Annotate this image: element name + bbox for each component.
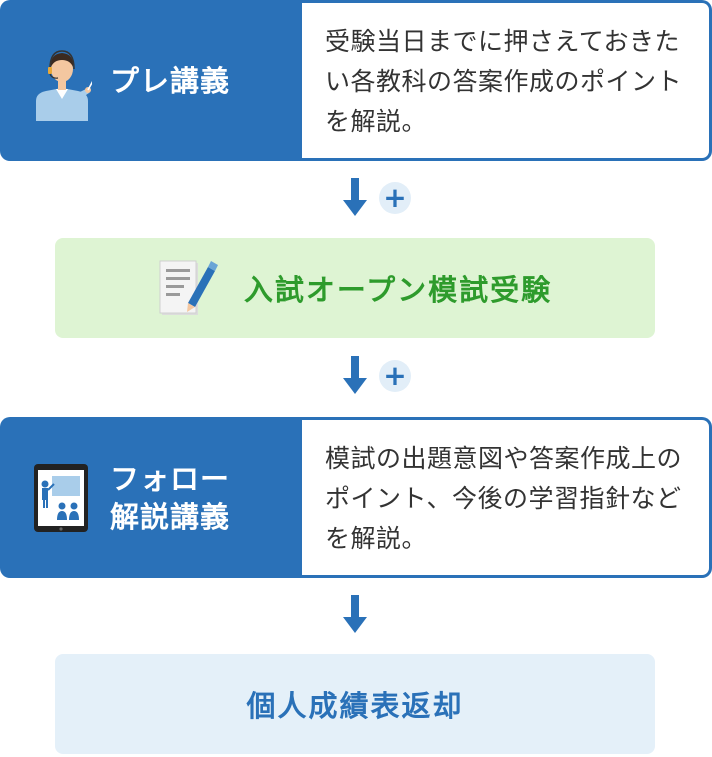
tablet-lecture-icon [34, 463, 88, 532]
flow-arrow-1: + [0, 178, 712, 220]
pre-lecture-header: プレ講義 [0, 0, 300, 161]
flow-arrow-3 [0, 595, 712, 637]
flow-arrow-2: + [0, 356, 712, 398]
pre-lecture-card: プレ講義 受験当日までに押さえておきたい各教科の答案作成のポイントを解説。 [0, 0, 712, 161]
test-paper-pencil-icon [159, 260, 218, 315]
mock-exam-box: 入試オープン模試受験 [55, 238, 655, 338]
follow-lecture-card: フォロー 解説講義 模試の出題意図や答案作成上のポイント、今後の学習指針などを解… [0, 417, 712, 578]
mock-exam-title: 入試オープン模試受験 [243, 273, 553, 307]
pre-lecture-description: 受験当日までに押さえておきたい各教科の答案作成のポイントを解説。 [302, 3, 709, 158]
result-box: 個人成績表返却 [55, 654, 655, 754]
down-arrow-icon [343, 356, 367, 394]
follow-lecture-title-line2: 解説講義 [110, 499, 231, 534]
follow-lecture-description: 模試の出題意図や答案作成上のポイント、今後の学習指針などを解説。 [302, 420, 709, 575]
follow-lecture-header: フォロー 解説講義 [0, 417, 300, 578]
follow-lecture-title: フォロー 解説講義 [110, 460, 230, 536]
result-title: 個人成績表返却 [246, 689, 464, 723]
teacher-pointer-icon [36, 49, 92, 121]
follow-lecture-title-line1: フォロー [110, 461, 231, 496]
pre-lecture-title: プレ講義 [110, 63, 231, 98]
down-arrow-icon [343, 178, 367, 216]
plus-icon: + [379, 360, 411, 392]
plus-icon: + [379, 182, 411, 214]
down-arrow-icon [343, 595, 367, 633]
